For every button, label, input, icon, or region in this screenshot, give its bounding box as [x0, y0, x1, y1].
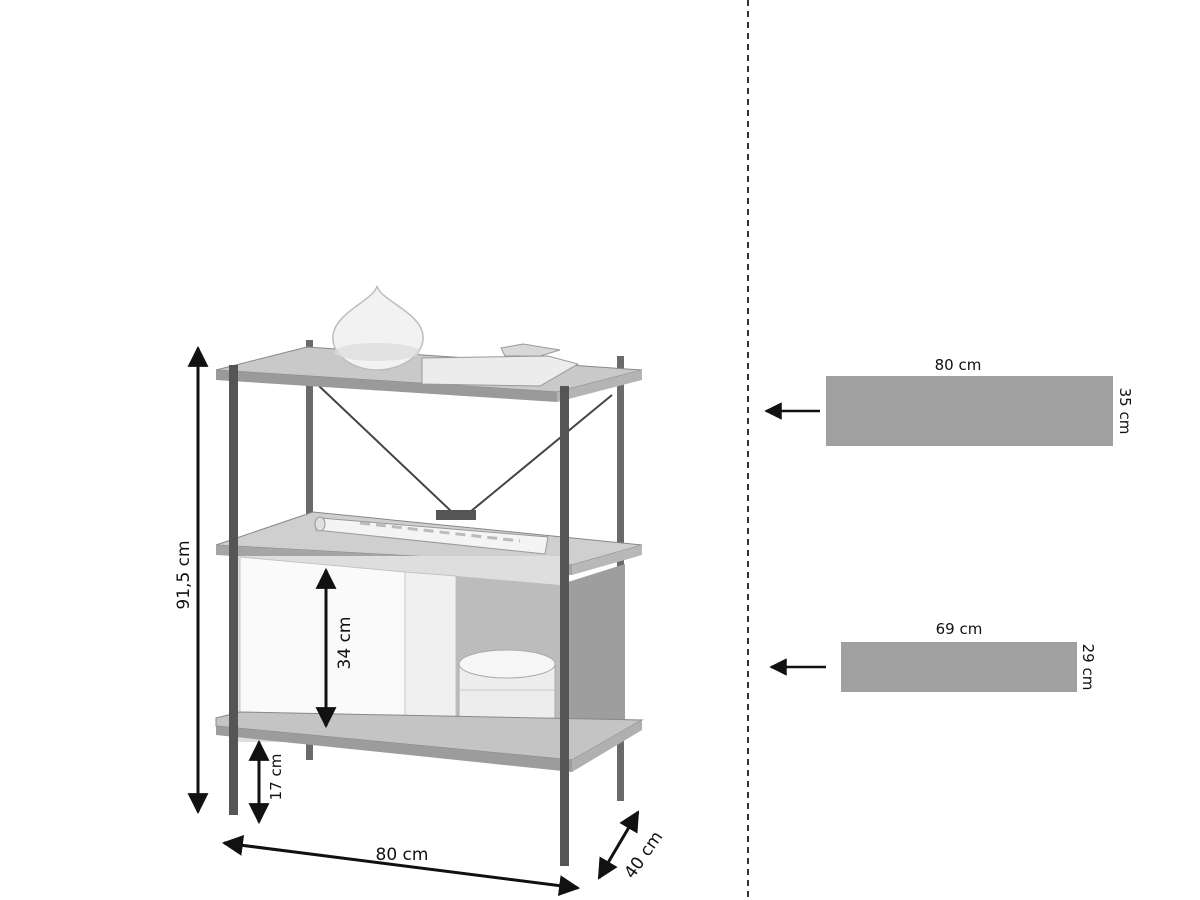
paper-roll	[314, 516, 549, 555]
top-shelf-dimensions: 80 cm 35 cm	[764, 356, 1134, 446]
width-label: 80 cm	[376, 845, 429, 865]
dimension-height-total: 91,5 cm	[174, 345, 209, 815]
inner-shelf-dimensions: 69 cm 29 cm	[769, 620, 1097, 692]
height-total-label: 91,5 cm	[174, 540, 194, 609]
books	[421, 343, 580, 387]
dimension-depth: 40 cm	[597, 810, 668, 883]
dimension-width: 80 cm	[221, 834, 581, 897]
leg-height-label: 17 cm	[267, 754, 285, 801]
inner-shelf-width-label: 69 cm	[936, 620, 983, 638]
front-right-post	[560, 386, 569, 866]
front-left-post	[229, 365, 238, 815]
dimension-leg-height: 17 cm	[248, 739, 285, 825]
depth-label: 40 cm	[621, 828, 668, 883]
top-shelf-panel	[826, 376, 1113, 446]
vase	[332, 285, 424, 371]
cross-brace	[317, 384, 613, 520]
top-shelf-width-label: 80 cm	[935, 356, 982, 374]
cabinet-height-label: 34 cm	[335, 617, 355, 670]
top-shelf-depth-label: 35 cm	[1116, 388, 1134, 435]
inner-shelf-depth-label: 29 cm	[1079, 644, 1097, 691]
dimension-cabinet-height: 34 cm	[315, 567, 355, 729]
inner-shelf-panel	[841, 642, 1077, 692]
